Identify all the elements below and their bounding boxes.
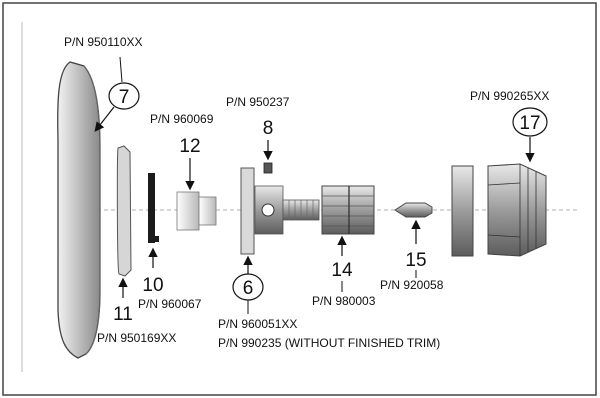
callout-6-part-number: P/N 960051XX — [218, 317, 297, 331]
callout-15-part-number: P/N 920058 — [380, 278, 444, 292]
callout-7-arrow — [94, 106, 115, 132]
callout-14-number: 14 — [331, 260, 353, 281]
part-7-bowl-shape — [57, 61, 101, 359]
part-10-bar-tab — [154, 236, 159, 242]
part-6-thread-lines — [288, 200, 314, 220]
part-17-coupling-body — [487, 163, 547, 257]
part-6-flange — [240, 167, 255, 255]
callout-7-number: 7 — [119, 87, 130, 108]
part-8-screw — [263, 162, 273, 174]
callout-17-part-number: P/N 990265XX — [470, 89, 549, 103]
part-15-pin-shape — [394, 202, 433, 218]
callout-11-part-number: P/N 950169XX — [97, 331, 176, 345]
callout-6-number: 6 — [243, 278, 254, 299]
callout-14-part-number: P/N 980003 — [312, 294, 376, 308]
part-10-bar-shape — [148, 173, 155, 243]
callout-7-leader — [119, 56, 123, 83]
callout-12-part-number: P/N 960069 — [150, 112, 214, 126]
callout-7-part-number: P/N 950110XX — [64, 35, 143, 49]
part-11-lens-shape — [116, 145, 132, 277]
part-12-fitting-tip — [198, 196, 217, 226]
callout-15-number: 15 — [405, 250, 426, 271]
part-12-fitting-body — [176, 191, 200, 231]
part-14-nut-body — [321, 185, 375, 235]
callout-8-number: 8 — [263, 118, 274, 139]
callout-11-number: 11 — [113, 304, 133, 325]
callout-7-circle — [108, 82, 140, 110]
part-17-coupling-ribs — [487, 164, 537, 256]
callout-10-number: 10 — [142, 275, 163, 296]
part-6-center-hole — [261, 203, 275, 217]
part-7-bowl-rim — [83, 65, 101, 355]
callout-17-circle — [512, 107, 548, 137]
callout-17-number: 17 — [519, 113, 540, 134]
part-17-ring — [451, 165, 474, 257]
part-14-nut-knurl — [322, 195, 374, 227]
callout-8-part-number: P/N 950237 — [226, 95, 290, 109]
callout-10-part-number: P/N 960067 — [138, 297, 202, 311]
callout-12-number: 12 — [179, 136, 200, 157]
callout-6-alt-part-number: P/N 990235 (WITHOUT FINISHED TRIM) — [218, 336, 440, 350]
